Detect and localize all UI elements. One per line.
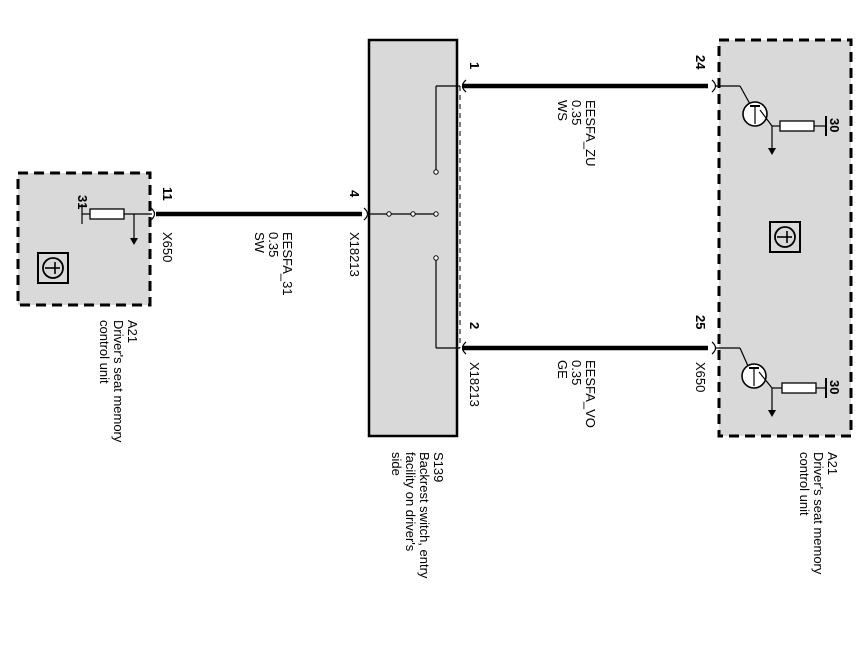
switch-name-line-3: side xyxy=(389,452,404,476)
wire-left-color: SW xyxy=(252,232,267,254)
wire-bottom-size: 0.35 xyxy=(569,360,584,385)
right-top-supply-label: 30 xyxy=(827,118,842,132)
wire-bottom-color: GE xyxy=(555,360,570,379)
switch-contacts-icon xyxy=(370,85,461,349)
left-unit-name-line-2: control unit xyxy=(97,320,112,384)
switch-name-line-1: Backrest switch, entry xyxy=(417,452,432,579)
wire-top-name: EESFA_ZU xyxy=(583,100,598,166)
right-bottom-connector-mark-icon xyxy=(711,341,717,355)
wire-bottom-name: EESFA_VO xyxy=(583,360,598,428)
left-unit-id: A21 xyxy=(125,320,140,343)
right-pin-bottom-label: 25 xyxy=(693,315,708,329)
left-unit-pin-label: 11 xyxy=(160,187,175,201)
switch-name-line-2: facility on driver's xyxy=(403,452,418,552)
right-pin-top-label: 24 xyxy=(693,55,708,70)
switch-pin-bottom-label: 2 xyxy=(467,322,482,329)
right-top-transistor-icon xyxy=(716,85,780,155)
right-top-connector-mark-icon xyxy=(711,79,717,93)
right-control-unit-box xyxy=(717,38,853,438)
switch-left-connector-mark-icon xyxy=(363,207,369,221)
right-bottom-resistor-icon xyxy=(781,378,827,398)
right-bottom-transistor-icon xyxy=(716,347,782,417)
left-unit-name-line-1: Driver's seat memory xyxy=(111,320,126,443)
left-ground-resistor-icon xyxy=(81,204,152,245)
switch-connector-left-label: X18213 xyxy=(347,232,362,277)
right-unit-name-line-1: Driver's seat memory xyxy=(811,452,826,575)
wire-left-size: 0.35 xyxy=(266,232,281,257)
right-unit-connector-label: X650 xyxy=(693,362,708,392)
switch-pin-top-label: 1 xyxy=(467,62,482,69)
wire-left-name: EESFA_31 xyxy=(280,232,295,296)
left-ecu-symbol-icon xyxy=(37,252,69,284)
left-ground-pin-label: 31 xyxy=(75,195,90,209)
wire-top-size: 0.35 xyxy=(569,100,584,125)
left-unit-connector-mark-icon xyxy=(150,207,156,221)
wire-top-color: WS xyxy=(555,100,570,121)
left-unit-connector-label: X650 xyxy=(160,232,175,262)
right-top-resistor-icon xyxy=(779,116,827,136)
switch-id: S139 xyxy=(431,452,446,482)
right-ecu-symbol-icon xyxy=(769,221,801,253)
switch-connector-bottom-label: X18213 xyxy=(467,362,482,407)
right-bottom-supply-label: 30 xyxy=(827,380,842,394)
right-unit-id: A21 xyxy=(825,452,840,475)
switch-box xyxy=(367,38,459,438)
right-unit-name-line-2: control unit xyxy=(797,452,812,516)
switch-pin-left-label: 4 xyxy=(347,190,362,198)
left-control-unit-box xyxy=(16,171,152,307)
